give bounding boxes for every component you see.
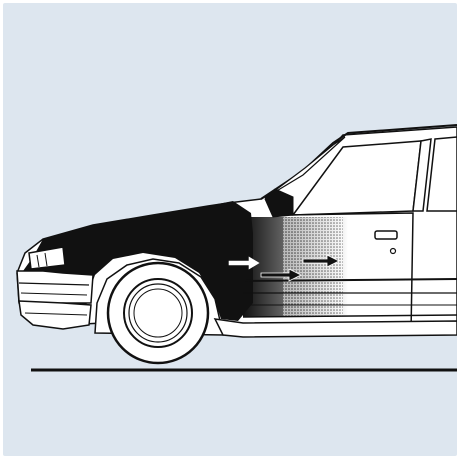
car-illustration [3, 3, 457, 456]
front-bumper [17, 271, 93, 305]
illustration-frame [3, 3, 457, 456]
door-handle [375, 231, 397, 239]
front-wheel [108, 263, 208, 363]
door-lock [391, 249, 396, 254]
